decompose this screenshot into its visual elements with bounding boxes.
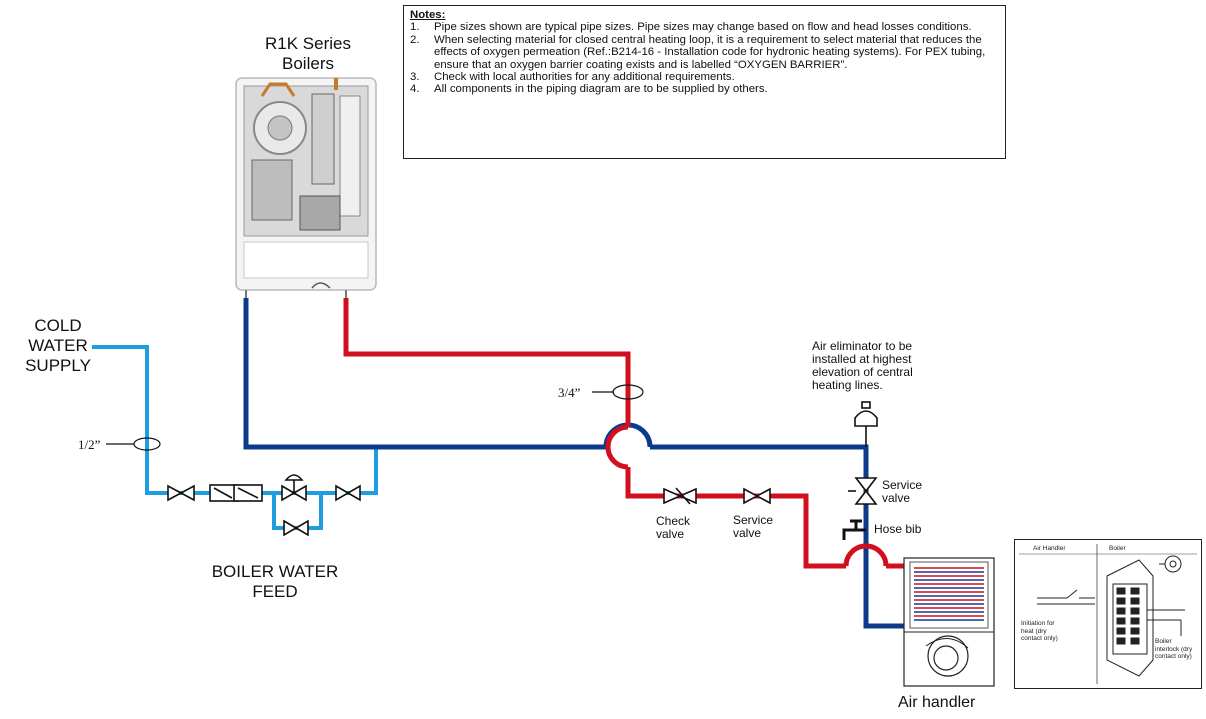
note-number: 3. xyxy=(410,71,420,84)
three-quarter-pipe-label: 3/4” xyxy=(558,385,581,400)
air-eliminator xyxy=(854,401,878,447)
pipe-size-callout-three-quarter xyxy=(592,384,644,400)
service-valve-vertical xyxy=(848,477,878,505)
return-pipe-right xyxy=(650,444,906,629)
note-number: 4. xyxy=(410,83,420,96)
supply-pipe-crossover xyxy=(605,424,629,470)
bypass-valve xyxy=(283,519,309,537)
boiler-unit xyxy=(235,77,377,298)
wiring-air-handler-header: Air Handler xyxy=(1033,545,1066,552)
boiler-water-feed-label: BOILER WATER FEED xyxy=(211,562,339,601)
note-item: 4. All components in the piping diagram … xyxy=(410,83,999,95)
note-item: 3. Check with local authorities for any … xyxy=(410,71,999,83)
air-eliminator-label: Air eliminator to be installed at highes… xyxy=(812,339,913,392)
wiring-schematic xyxy=(1019,544,1197,684)
feed-valve-2 xyxy=(335,484,361,502)
note-item: 2. When selecting material for closed ce… xyxy=(410,34,999,71)
cold-water-pipe xyxy=(92,345,378,495)
note-number: 1. xyxy=(410,21,420,34)
pressure-reducing-valve xyxy=(281,474,307,502)
note-number: 2. xyxy=(410,33,420,46)
half-inch-pipe-label: 1/2” xyxy=(78,437,101,452)
air-handler-label: Air handler xyxy=(898,694,976,711)
wiring-interlock-label: Boiler interlock (dry contact only) xyxy=(1155,638,1193,660)
feed-valve-1 xyxy=(167,484,195,502)
cold-water-supply-label: COLD WATER SUPPLY xyxy=(25,316,91,375)
wiring-boiler-header: Boiler xyxy=(1109,545,1126,552)
hose-bib xyxy=(842,519,866,540)
supply-pipe-hop xyxy=(843,543,889,567)
check-valve xyxy=(663,487,697,505)
service-valve-vertical-label: Service valve xyxy=(882,478,923,505)
note-text: When selecting material for closed centr… xyxy=(434,33,986,71)
backflow-preventer xyxy=(209,484,263,502)
note-item: 1. Pipe sizes shown are typical pipe siz… xyxy=(410,21,999,33)
notes-box: Notes: 1. Pipe sizes shown are typical p… xyxy=(403,5,1006,159)
boiler-terminal-block xyxy=(1106,559,1185,677)
pipe-size-callout-half xyxy=(106,437,161,451)
bypass-pipe xyxy=(272,493,323,530)
thermostat-icon xyxy=(1159,555,1182,573)
note-text: Pipe sizes shown are typical pipe sizes.… xyxy=(434,21,972,34)
note-text: Check with local authorities for any add… xyxy=(434,71,735,84)
supply-pipe-lower xyxy=(625,467,846,569)
wiring-inset: Air Handler Boiler Initiation for heat (… xyxy=(1014,539,1202,689)
dry-contact-switch xyxy=(1037,589,1095,605)
boiler-title: R1K Series Boilers xyxy=(265,34,351,73)
check-valve-label: Check valve xyxy=(656,514,691,541)
service-valve-horizontal xyxy=(743,487,771,505)
return-pipe xyxy=(243,298,606,450)
service-valve-label: Service valve xyxy=(733,513,774,540)
notes-heading: Notes: xyxy=(410,9,446,21)
supply-pipe xyxy=(343,298,631,427)
hose-bib-label: Hose bib xyxy=(874,522,922,536)
air-handler xyxy=(903,557,995,687)
wiring-initiation-label: Initiation for heat (dry contact only) xyxy=(1021,620,1058,642)
note-text: All components in the piping diagram are… xyxy=(434,83,768,96)
